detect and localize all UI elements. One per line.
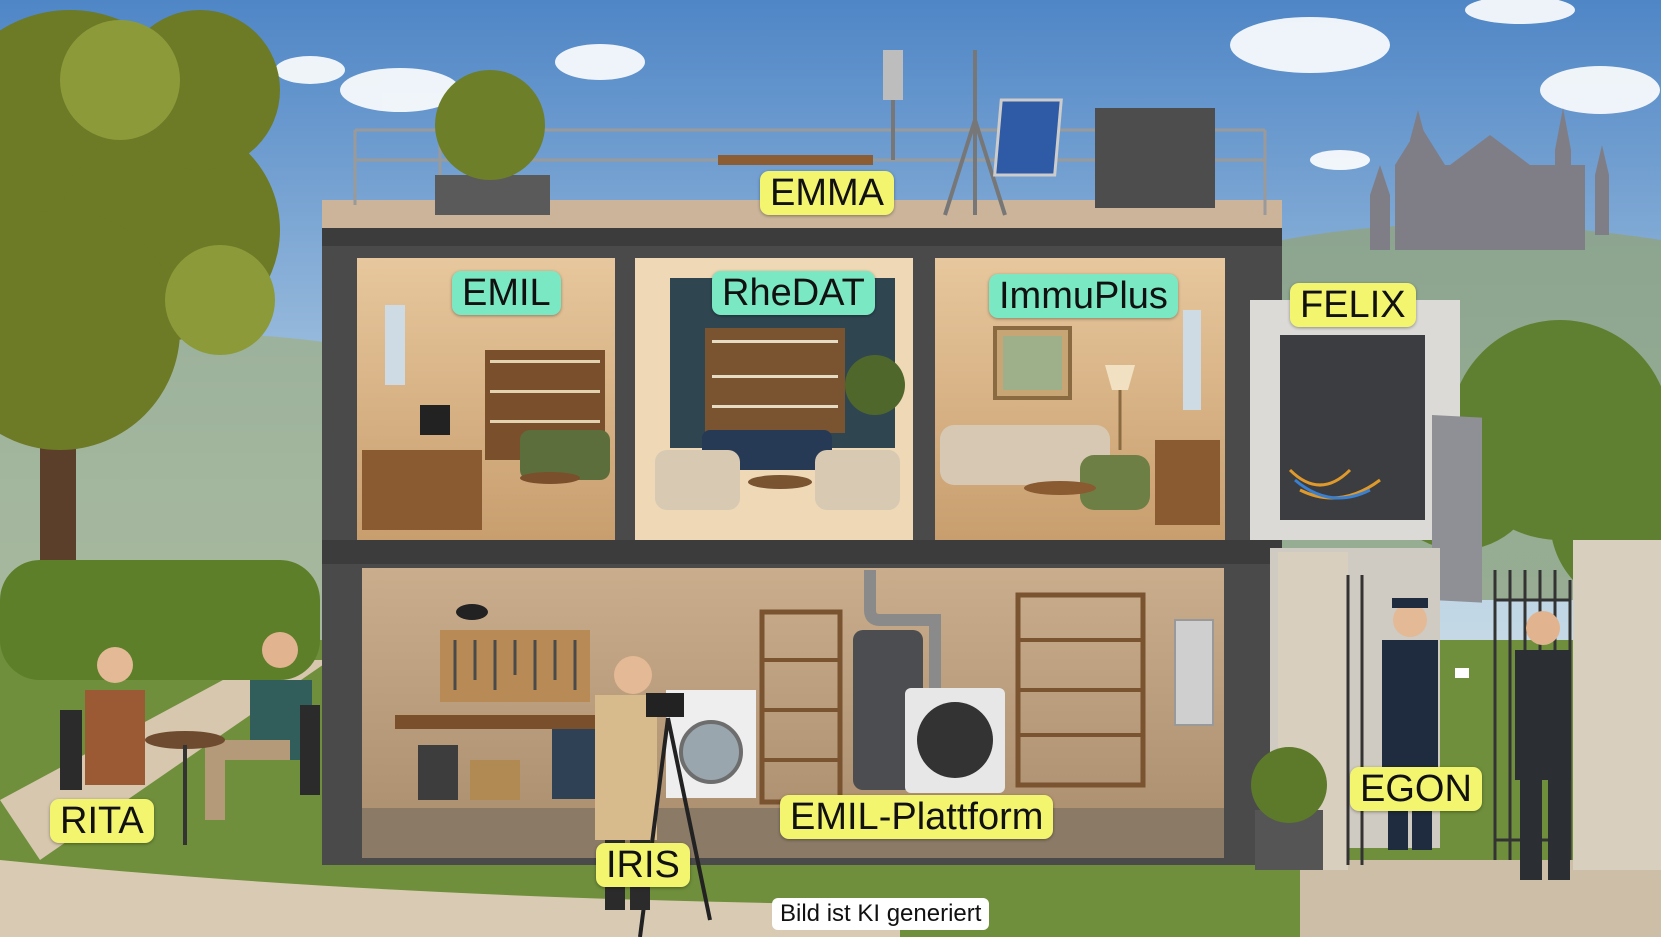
person-interviewer: [60, 647, 145, 790]
bistro-table: [145, 731, 225, 845]
pillar-right: [1573, 540, 1661, 870]
label-emil: EMIL: [452, 271, 561, 315]
castle: [1370, 108, 1609, 250]
label-rita: RITA: [50, 799, 154, 843]
label-egon: EGON: [1350, 767, 1482, 811]
hedge: [0, 560, 320, 680]
planter: [435, 175, 550, 215]
label-emma: EMMA: [760, 171, 894, 215]
clouds: [275, 0, 1660, 170]
rooftop-table: [718, 155, 873, 165]
label-felix: FELIX: [1290, 283, 1416, 327]
solar-panel: [993, 98, 1063, 177]
label-rhedat: RheDAT: [712, 271, 875, 315]
electrical-cabinet: [1280, 335, 1425, 520]
label-emil-plattform: EMIL-Plattform: [780, 795, 1054, 839]
person-interviewee: [205, 632, 320, 820]
rooftop-cabinet: [1095, 108, 1215, 208]
person-visitor: [1455, 611, 1571, 880]
label-iris: IRIS: [596, 843, 690, 887]
ai-generated-credit: Bild ist KI generiert: [772, 898, 990, 930]
label-immuplus: ImmuPlus: [989, 274, 1178, 318]
